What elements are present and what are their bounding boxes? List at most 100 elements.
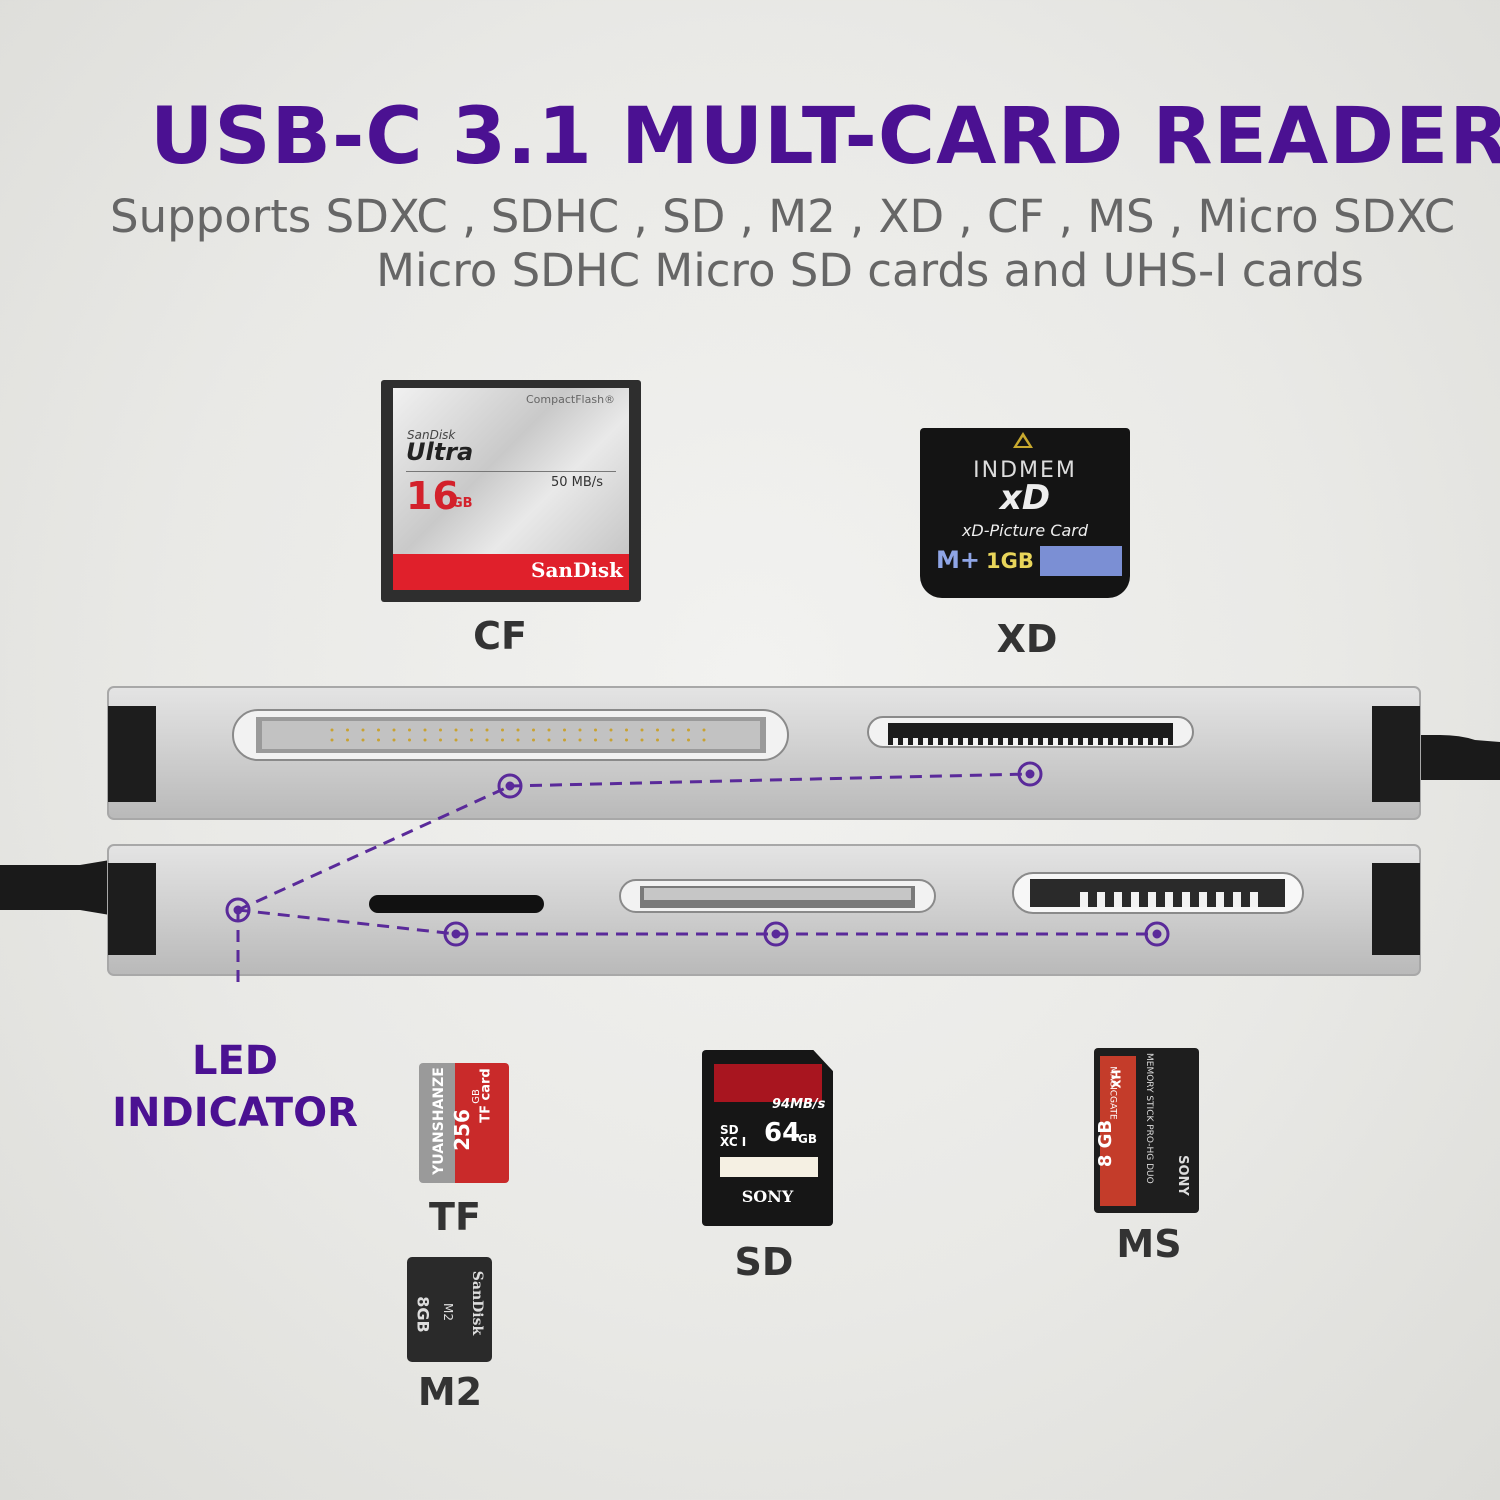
led-label-line2: INDICATOR — [112, 1090, 358, 1136]
cf-pin — [702, 728, 706, 732]
tf-capacity: 256 — [449, 1109, 474, 1151]
xd-slot-tooth — [1033, 738, 1038, 745]
ms-slot-tooth — [1148, 892, 1156, 907]
ms-slot-tooth — [1131, 892, 1139, 907]
xd-type: M+ — [936, 546, 980, 574]
cf-pin — [346, 728, 349, 732]
cf-pin — [485, 728, 489, 732]
cf-pin — [516, 738, 520, 742]
ms-slot-tooth — [1199, 892, 1207, 907]
xd-slot-tooth — [943, 738, 948, 745]
cf-pin — [671, 738, 675, 742]
cf-capacity-unit: GB — [452, 496, 473, 511]
xd-slot-tooth — [963, 738, 968, 745]
ms-slot-tooth — [1182, 892, 1190, 907]
cf-speed: 50 MB/s — [551, 475, 603, 490]
m2-capacity: 8GB — [413, 1296, 433, 1333]
cf-label: CF — [473, 614, 527, 658]
cf-pin — [392, 738, 396, 742]
cf-pin — [470, 728, 473, 732]
m2-label: M2 — [417, 1370, 483, 1414]
tf-label: TF — [429, 1195, 481, 1239]
xd-slot-tooth — [1063, 738, 1068, 745]
xd-slot-tooth — [953, 738, 958, 745]
cf-pin — [687, 738, 690, 742]
cf-pin — [609, 738, 613, 742]
cf-slot-pins — [330, 728, 706, 742]
cf-brand-top: CompactFlash® — [526, 393, 616, 406]
cf-pin — [330, 728, 334, 732]
m2-type: M2 — [441, 1303, 455, 1321]
cf-pin — [532, 728, 535, 732]
ms-slot-tooth — [1165, 892, 1173, 907]
ms-brand: SONY — [1174, 1155, 1190, 1196]
cf-pin — [578, 728, 582, 732]
xd-slot-tooth — [893, 738, 898, 745]
xd-slot-tooth — [1103, 738, 1108, 745]
cf-pin — [439, 728, 442, 732]
tf-slot — [369, 895, 544, 913]
sd-card: 94MB/s SD XC I 64 GB SONY — [702, 1050, 833, 1226]
xd-slot-tooth — [1113, 738, 1118, 745]
ms-slot-tooth — [1097, 892, 1105, 907]
usb-cable-left — [0, 860, 110, 915]
cf-pin — [501, 738, 504, 742]
xd-slot-tooth — [1153, 738, 1158, 745]
cf-pin — [470, 738, 473, 742]
ms-card: 8 GB MAGICGATE HX MEMORY STICK PRO-HG DU… — [1094, 1048, 1199, 1213]
cf-pin — [640, 738, 644, 742]
page-title: USB-C 3.1 MULT-CARD READER — [150, 92, 1500, 182]
led-label-line1: LED — [191, 1038, 278, 1084]
led-indicator-lines — [236, 772, 1157, 990]
led-markers — [225, 761, 1170, 947]
xd-slot-tooth — [903, 738, 908, 745]
cf-card: CompactFlash® SanDisk Ultra 16 GB 50 MB/… — [381, 380, 641, 602]
xd-product: xD-Picture Card — [961, 521, 1089, 540]
cf-pin — [563, 728, 566, 732]
cf-pin — [563, 738, 566, 742]
cf-pin — [346, 738, 349, 742]
xd-slot-tooth — [923, 738, 928, 745]
ms-line1: MEMORY STICK PRO-HG DUO — [1144, 1053, 1154, 1184]
cf-pin — [547, 728, 551, 732]
cf-pin — [454, 728, 458, 732]
usb-cable-right — [1410, 735, 1500, 780]
cf-brand-bottom: SanDisk — [531, 558, 624, 582]
cf-pin — [501, 728, 504, 732]
xd-slot-tooth — [993, 738, 998, 745]
cf-pin — [330, 738, 334, 742]
cf-pin — [439, 738, 442, 742]
sd-capacity: 64 — [764, 1118, 801, 1148]
sd-speed: 94MB/s — [772, 1097, 826, 1112]
ms-label: MS — [1116, 1222, 1182, 1266]
cf-pin — [594, 738, 597, 742]
xd-slot-tooth — [1003, 738, 1008, 745]
cf-pin — [671, 728, 675, 732]
xd-slot-tooth — [983, 738, 988, 745]
m2-card: SanDisk M2 8GB — [407, 1257, 492, 1362]
m2-brand: SanDisk — [469, 1270, 486, 1336]
cf-pin — [609, 728, 613, 732]
tf-type: TF card — [478, 1068, 494, 1123]
cf-pin — [392, 728, 396, 732]
cf-product: Ultra — [406, 438, 474, 466]
sd-class: SD XC I — [720, 1123, 747, 1149]
xd-slot-tooth — [1133, 738, 1138, 745]
xd-slot-tooth — [1073, 738, 1078, 745]
tf-brand: YUANSHANZE — [431, 1067, 447, 1175]
xd-slot-tooth — [1053, 738, 1058, 745]
ms-slot-tooth — [1250, 892, 1258, 907]
xd-slot-tooth — [1043, 738, 1048, 745]
cf-pin — [578, 738, 582, 742]
xd-slot-tooth — [973, 738, 978, 745]
xd-slot-tooth — [1143, 738, 1148, 745]
ms-slot-tooth — [1114, 892, 1122, 907]
xd-logo: xD — [999, 478, 1051, 518]
cf-pin — [532, 738, 535, 742]
cf-pin — [516, 728, 520, 732]
xd-slot-tooth — [1163, 738, 1168, 745]
xd-slot-tooth — [1013, 738, 1018, 745]
led-indicator-label: LED INDICATOR — [100, 1035, 370, 1139]
cf-pin — [625, 728, 628, 732]
cf-pin — [408, 728, 411, 732]
